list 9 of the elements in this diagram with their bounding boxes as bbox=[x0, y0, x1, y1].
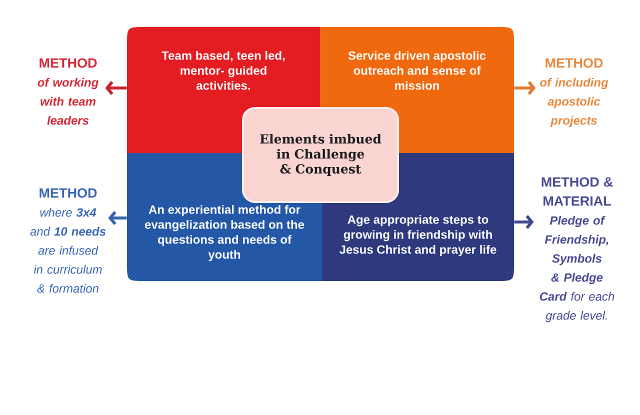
side-note: METHOD & MATERIAL Pledge of Friendship, Symbols & Pledge Card for each grade level. bbox=[540, 177, 614, 322]
arrow bbox=[514, 215, 534, 229]
side-note: METHOD of including apostolic projects bbox=[540, 58, 608, 128]
arrow bbox=[514, 81, 536, 95]
side-note: METHOD of working with team leaders bbox=[38, 58, 98, 125]
side-note: METHOD where 3x4 and 10 needs are infused in curriculum & formation bbox=[30, 188, 106, 293]
arrow bbox=[108, 211, 127, 225]
arrow bbox=[105, 81, 127, 95]
center-box: Elements imbued in Challenge & Conquest bbox=[242, 107, 399, 203]
